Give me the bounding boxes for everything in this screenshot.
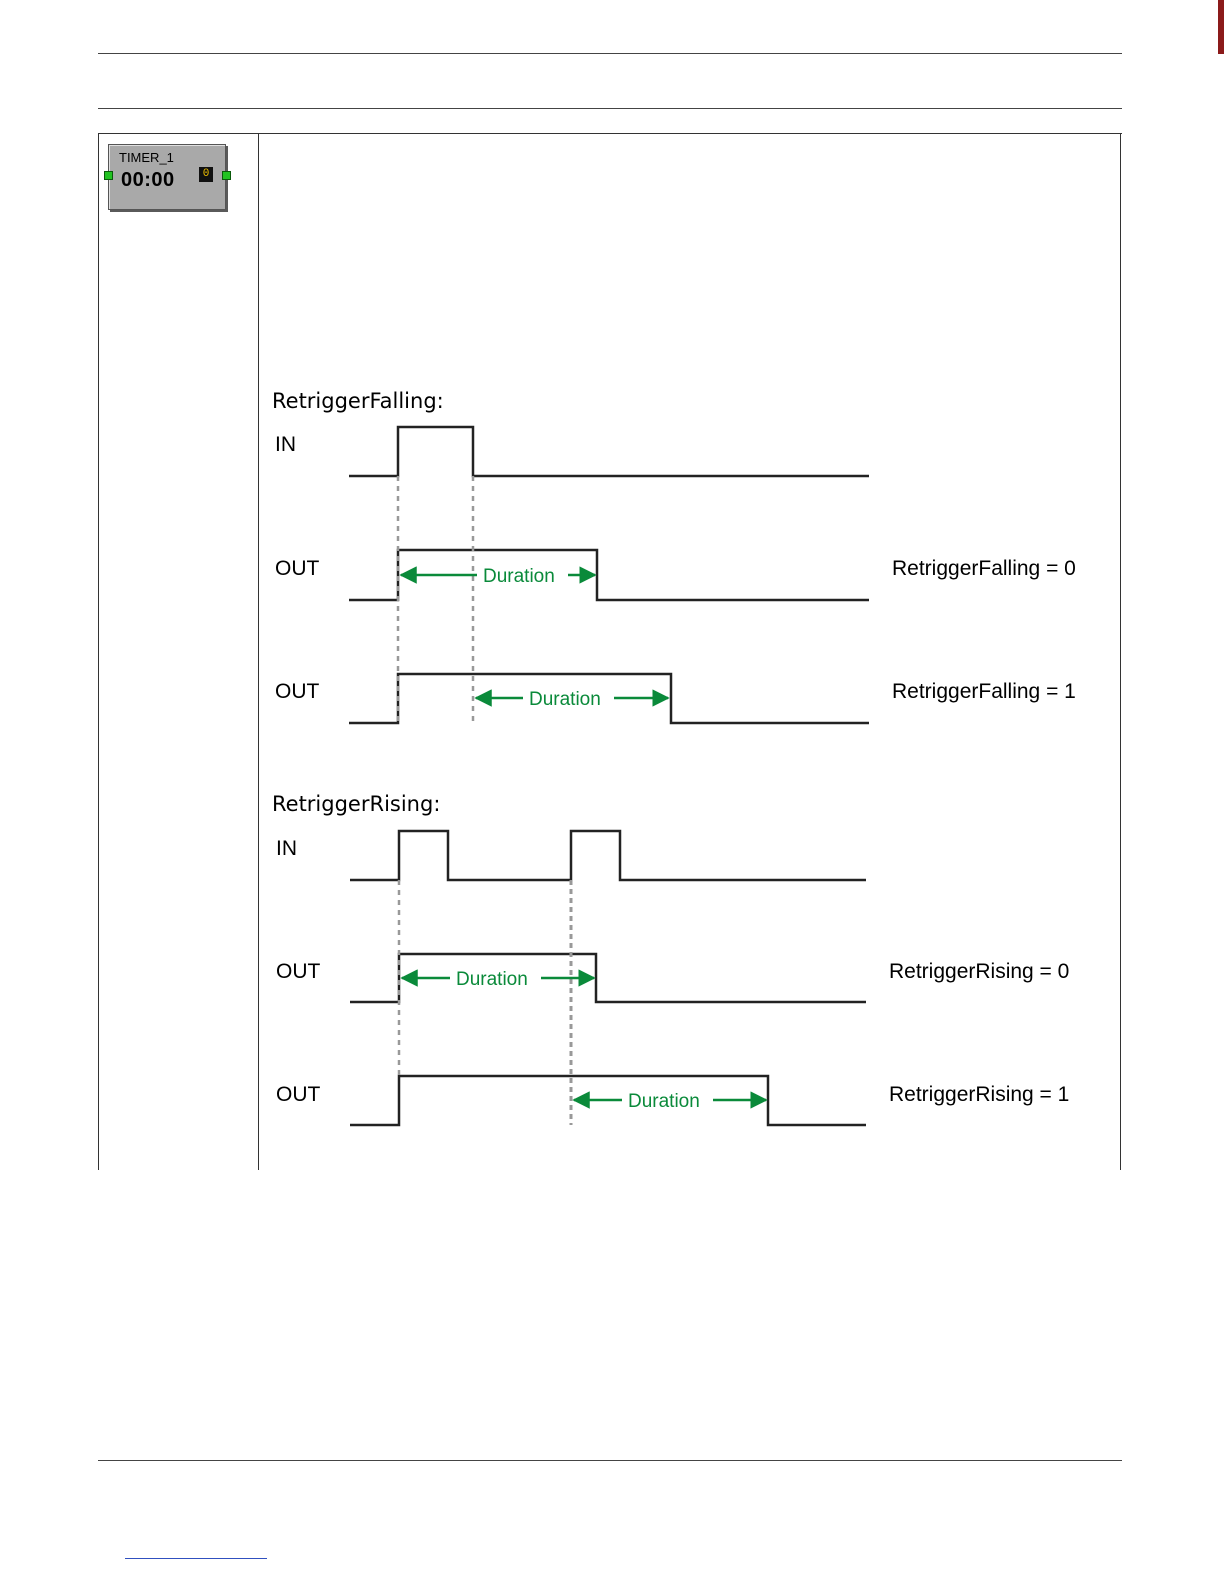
footer-link-underline[interactable] (125, 1558, 267, 1559)
falling-diagram: RetriggerFalling: IN OUT RetriggerFallin… (272, 389, 1076, 723)
falling-out0-value: RetriggerFalling = 0 (892, 557, 1076, 580)
rising-out0-label: OUT (276, 960, 321, 983)
rising-duration0-label: Duration (456, 969, 528, 990)
falling-in-label: IN (275, 433, 296, 456)
falling-out1-waveform (349, 674, 869, 723)
rising-duration1-label: Duration (628, 1091, 700, 1112)
rising-out0-value: RetriggerRising = 0 (889, 960, 1069, 983)
falling-out1-label: OUT (275, 680, 320, 703)
falling-in-waveform (349, 427, 869, 476)
falling-out0-label: OUT (275, 557, 320, 580)
rising-in-waveform (350, 831, 866, 880)
rising-out1-label: OUT (276, 1083, 321, 1106)
falling-duration0-label: Duration (483, 566, 555, 587)
falling-title: RetriggerFalling: (272, 389, 444, 413)
falling-out1-value: RetriggerFalling = 1 (892, 680, 1076, 703)
rising-out1-value: RetriggerRising = 1 (889, 1083, 1069, 1106)
rising-title: RetriggerRising: (272, 792, 440, 816)
rising-diagram: RetriggerRising: IN OUT RetriggerRising … (272, 792, 1069, 1125)
footer-rule (98, 1460, 1122, 1461)
rising-in-label: IN (276, 837, 297, 860)
falling-duration1-label: Duration (529, 689, 601, 710)
